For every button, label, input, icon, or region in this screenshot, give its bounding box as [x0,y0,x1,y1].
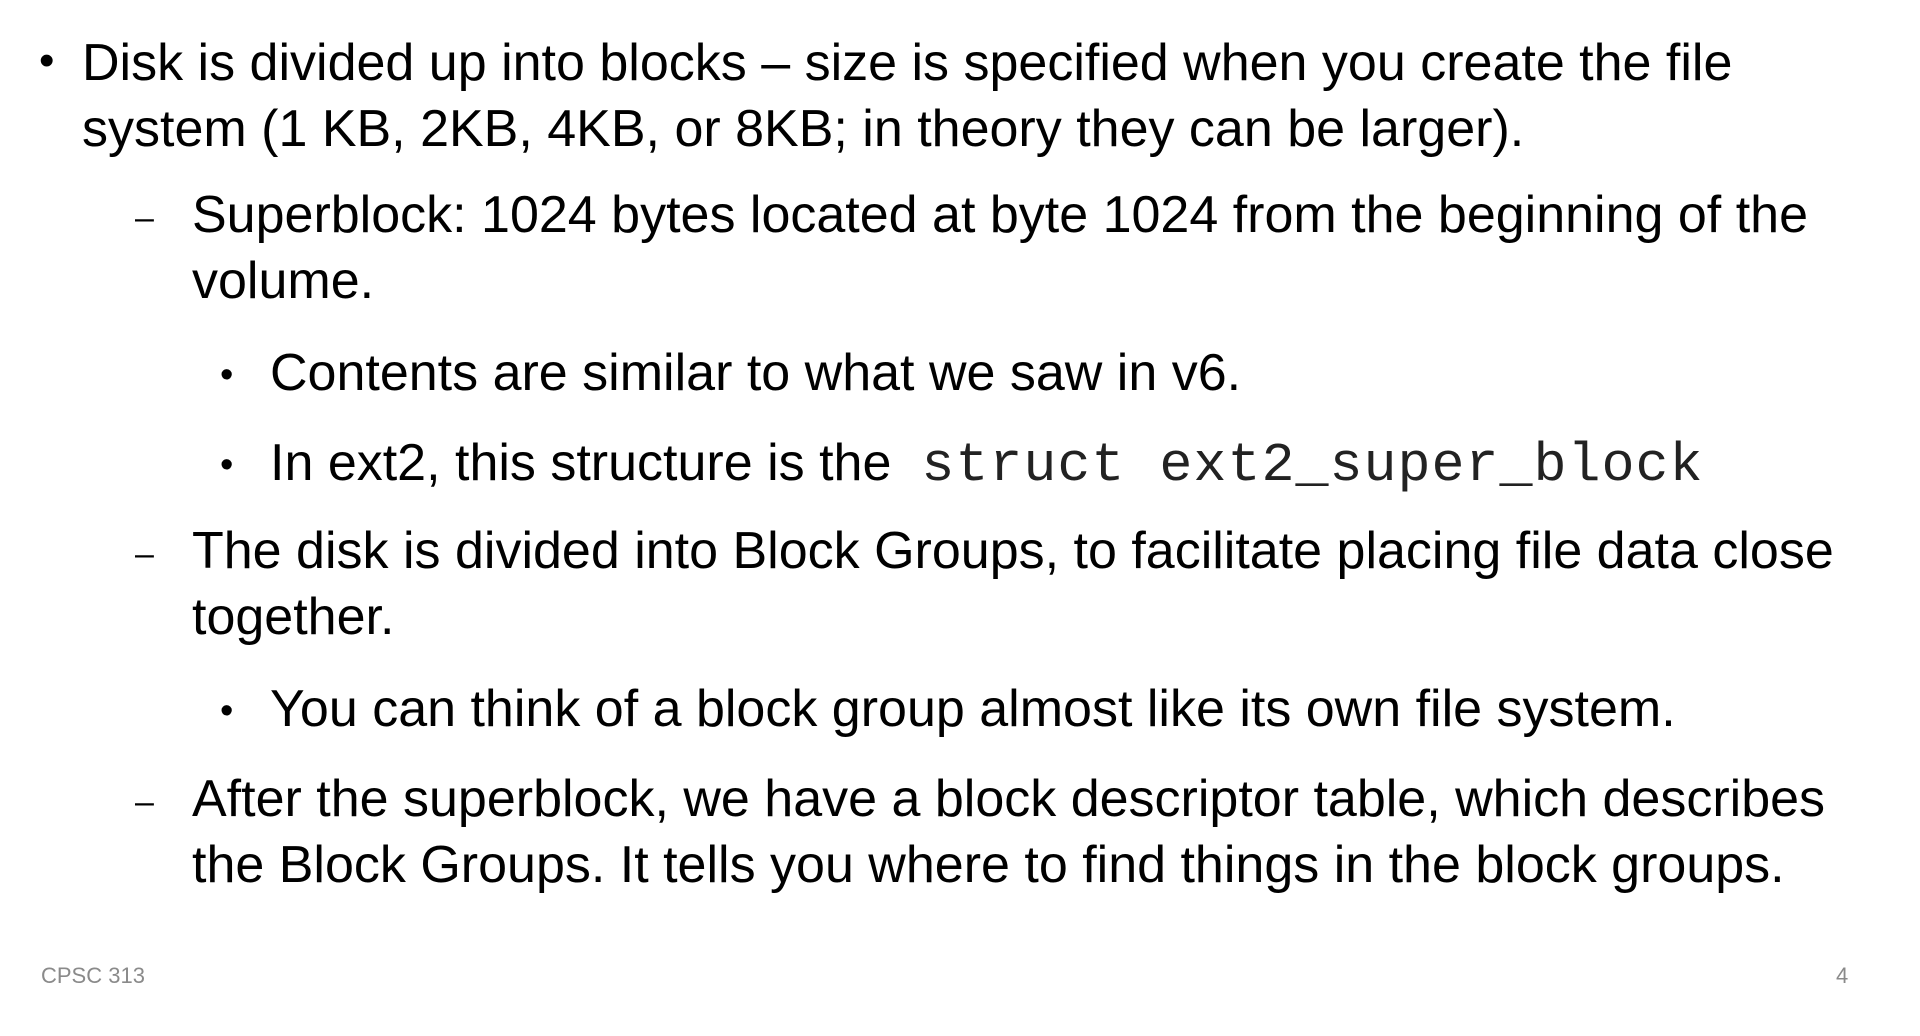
bullet-item: • Disk is divided up into blocks – size … [39,30,1882,162]
sub-bullet-item: – The disk is divided into Block Groups,… [135,518,1882,650]
code-struct-ext2-super-block: struct ext2_super_block [921,434,1704,497]
sub-sub-bullet-text-ext2: In ext2, this structure is the [270,434,892,492]
dash-marker: – [135,535,154,573]
dot-marker: • [220,690,234,732]
dot-marker: • [220,354,234,396]
footer-course: CPSC 313 [41,963,145,988]
sub-bullet-text-block-groups: The disk is divided into Block Groups, t… [192,522,1834,646]
bullet-marker: • [39,36,55,85]
sub-sub-bullet-item: • In ext2, this structure is the struct e… [220,430,1890,499]
dash-marker: – [135,783,154,821]
sub-bullet-item: – After the superblock, we have a block … [135,766,1882,898]
sub-bullet-item: – Superblock: 1024 bytes located at byte… [135,182,1882,314]
sub-bullet-text-superblock: Superblock: 1024 bytes located at byte 1… [192,186,1808,310]
sub-sub-bullet-item: • You can think of a block group almost … [220,676,1890,742]
sub-bullet-text-descriptor-table: After the superblock, we have a block de… [192,770,1826,894]
sub-sub-bullet-text-own-fs: You can think of a block group almost li… [270,680,1676,738]
bullet-text-disk-blocks: Disk is divided up into blocks – size is… [82,34,1733,158]
sub-sub-bullet-item: • Contents are similar to what we saw in… [220,340,1890,406]
dash-marker: – [135,199,154,237]
sub-sub-bullet-text-contents: Contents are similar to what we saw in v… [270,344,1242,402]
dot-marker: • [220,444,234,486]
footer-page-number: 4 [1836,963,1849,988]
